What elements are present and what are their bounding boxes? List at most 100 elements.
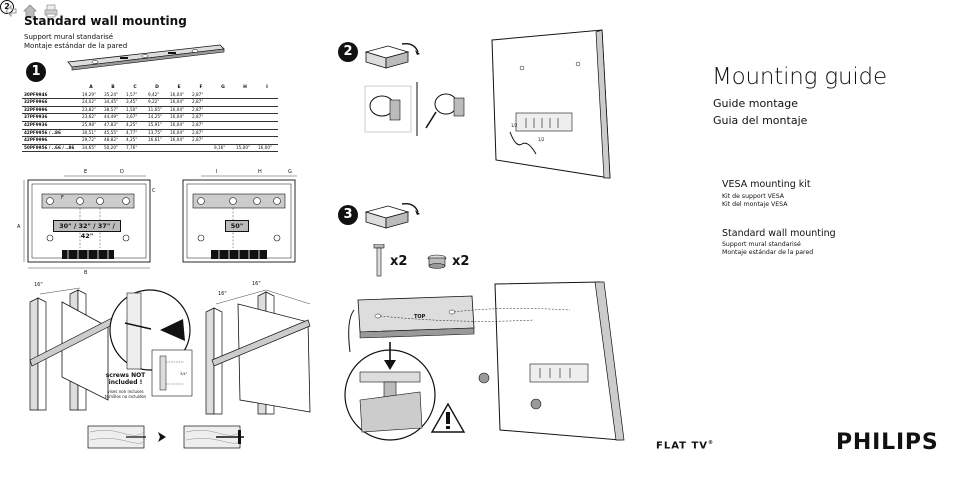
mounting-guide-title: Mounting guide — [712, 64, 887, 90]
table-header-cell: F — [199, 85, 203, 90]
table-cell: 2,87" — [190, 106, 212, 115]
table-cell — [234, 121, 256, 130]
philips-logo: PHILIPS — [836, 430, 939, 455]
bolt-quantity: x2 — [390, 254, 408, 269]
flattv-text: FLAT TV — [656, 440, 709, 452]
bracket-top-label: TOP — [414, 314, 426, 320]
table-cell: 3,45" — [124, 98, 146, 107]
cap-icon — [427, 254, 447, 269]
table-cell: 4,25" — [124, 121, 146, 130]
dim-label-d: D — [120, 169, 124, 175]
dim-label-c: C — [152, 188, 156, 194]
screws-note-fr: vises non incluses — [107, 389, 144, 394]
table-cell: 24,02" — [80, 98, 102, 107]
table-cell: 16,04" — [168, 98, 190, 107]
table-header-cell — [22, 85, 80, 92]
vesa-subtitle-es: Kit del montaje VESA — [722, 201, 788, 208]
table-cell: 38,57" — [102, 106, 124, 115]
stud-spacing-label-1: 16" — [34, 282, 43, 288]
dim-label-i: I — [216, 169, 218, 175]
table-cell: 23,62" — [80, 113, 102, 122]
size-label-small: 30" / 32" / 37" / 42" — [53, 220, 121, 240]
bolt-step-number: 2 — [0, 0, 14, 14]
table-cell — [234, 98, 256, 107]
table-cell: 16,04" — [168, 129, 190, 138]
table-cell: 19,29" — [80, 91, 102, 100]
cap-quantity: x2 — [452, 254, 470, 269]
dim-label-b: B — [84, 270, 88, 276]
table-cell: 44,49" — [102, 113, 124, 122]
section-subtitle-fr: Support mural standarisé — [24, 33, 114, 41]
table-cell: 16,04" — [168, 136, 190, 145]
print-icon[interactable] — [44, 3, 60, 19]
stud-spacing-label-2: 16" — [218, 291, 227, 297]
table-cell: 1,50" — [124, 106, 146, 115]
table-cell: 32PF9966 — [22, 98, 80, 107]
table-header-cell: A — [89, 85, 93, 90]
toolbar — [4, 3, 64, 19]
step-1-number: 1 — [26, 62, 46, 82]
flattv-logo: FLAT TV® — [656, 440, 714, 451]
table-cell: 1,57" — [124, 91, 146, 100]
screws-note-line1: screws NOT — [105, 372, 146, 379]
table-cell: 42PF9956 / ..86 — [22, 129, 80, 138]
table-header-cell: D — [155, 85, 159, 90]
table-cell: 15,91" — [146, 121, 168, 130]
table-header-cell: E — [177, 85, 181, 90]
table-cell — [146, 144, 168, 153]
table-cell: 16,04" — [168, 106, 190, 115]
home-icon[interactable] — [23, 3, 39, 19]
table-cell — [256, 106, 278, 115]
section-subtitle-es: Montaje estándar de la pared — [24, 42, 128, 50]
table-cell: 4,25" — [124, 136, 146, 145]
table-cell: 42PF9996 — [22, 136, 80, 145]
table-cell: 35,24" — [102, 91, 124, 100]
table-header-cell: H — [243, 85, 247, 90]
table-cell — [234, 91, 256, 100]
table-cell — [256, 91, 278, 100]
table-cell: 45,55" — [102, 129, 124, 138]
table-cell — [234, 113, 256, 122]
table-cell — [212, 91, 234, 100]
table-cell — [256, 113, 278, 122]
wall-bracket-illustration — [67, 44, 225, 71]
back-arrow-icon[interactable] — [4, 3, 20, 19]
table-cell: 50PF9956 / ..66 / ..86 — [22, 144, 80, 153]
table-cell: 32PF9996 — [22, 106, 80, 115]
table-cell: 13,75" — [146, 129, 168, 138]
std-wall-title[interactable]: Standard wall mounting — [722, 228, 836, 239]
table-cell: 14,25" — [146, 113, 168, 122]
dim-label-a: A — [17, 224, 21, 230]
table-cell — [256, 121, 278, 130]
tv-mark-label-2: 1/2 — [538, 137, 545, 142]
table-cell: 9,16" — [212, 144, 234, 153]
screws-note-line2: included ! — [108, 379, 143, 386]
vesa-subtitle-fr: Kit de support VESA — [722, 193, 785, 200]
dim-label-h: H — [258, 169, 262, 175]
table-header-cell: C — [133, 85, 137, 90]
open-box-icon-2 — [364, 202, 420, 229]
vesa-title[interactable]: VESA mounting kit — [722, 179, 811, 190]
table-cell: 16,00" — [256, 144, 278, 153]
table-cell: 30,51" — [80, 129, 102, 138]
table-cell — [256, 136, 278, 145]
table-cell: 48,82" — [102, 136, 124, 145]
size-label-50: 50" — [225, 220, 249, 232]
table-cell: 25,98" — [80, 121, 102, 130]
table-cell — [212, 129, 234, 138]
mounting-guide-subtitle-es: Guia del montaje — [713, 114, 808, 127]
table-cell — [212, 98, 234, 107]
stud-spacing-label-3: 16" — [252, 281, 261, 287]
table-cell — [212, 121, 234, 130]
table-cell: 4,77" — [124, 129, 146, 138]
dimension-diagram-large — [182, 175, 297, 263]
table-cell — [234, 106, 256, 115]
